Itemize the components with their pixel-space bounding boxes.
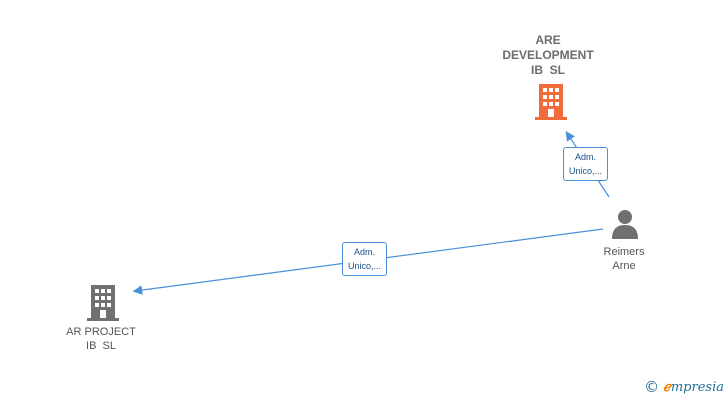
brand-rest: mpresia [670, 379, 724, 395]
brand-name: ℯmpresia [663, 380, 724, 395]
edge-label-adm-unico[interactable]: Adm. Unico,... [342, 242, 388, 276]
node-label-line: ARE [535, 33, 561, 47]
building-icon[interactable] [535, 84, 567, 125]
person-icon[interactable] [611, 209, 639, 244]
node-label-are-development[interactable]: ARE DEVELOPMENT IB SL [490, 33, 606, 78]
node-label-line: IB SL [530, 63, 565, 77]
brand-initial: ℯ [663, 379, 671, 395]
building-icon[interactable] [87, 285, 119, 326]
node-label-line: Arne [612, 260, 636, 272]
edge-label-line: Adm. [354, 247, 376, 257]
node-label-line: DEVELOPMENT [502, 48, 594, 62]
empresia-logo: © ℯmpresia [644, 378, 724, 396]
edge-label-line: Unico,... [348, 261, 382, 271]
edge-label-line: Adm. [575, 152, 597, 162]
edge-label-adm-unico[interactable]: Adm. Unico,... [563, 147, 609, 181]
node-label-line: IB SL [86, 340, 116, 352]
edge-label-line: Unico,... [569, 166, 603, 176]
node-label-ar-project[interactable]: AR PROJECT IB SL [51, 325, 151, 353]
node-label-reimers-arne[interactable]: Reimers Arne [586, 245, 662, 273]
node-label-line: AR PROJECT [66, 326, 136, 338]
copyright-icon: © [644, 378, 660, 396]
node-label-line: Reimers [603, 246, 645, 258]
